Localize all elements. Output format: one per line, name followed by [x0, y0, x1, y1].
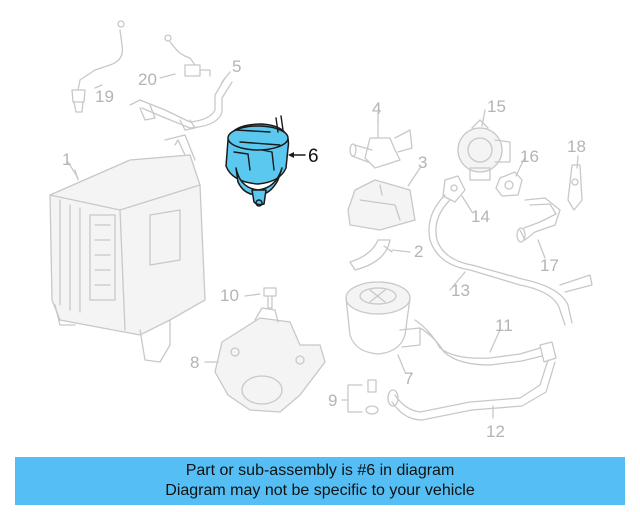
parts-diagram: 1 2 3 4 5 6 7 8 9 10 11 12 13 14 15 16 1…: [49, 20, 593, 441]
callout-13: 13: [451, 281, 470, 300]
part-20-sensor: [164, 34, 211, 77]
callout-20: 20: [138, 70, 157, 89]
part-5-hose: [129, 77, 233, 131]
callout-labels: 1 2 3 4 5 6 7 8 9 10 11 12 13 14 15 16 1…: [62, 57, 586, 441]
callout-16: 16: [520, 147, 539, 166]
banner-line-1: Part or sub-assembly is #6 in diagram: [185, 462, 455, 479]
part-14-gasket: [442, 175, 466, 203]
callout-3: 3: [418, 153, 427, 172]
part-19-sensor: [71, 20, 125, 113]
part-2-hose: [349, 239, 393, 271]
part-11-hose: [414, 319, 557, 366]
callout-8: 8: [190, 353, 199, 372]
part-8-bracket: [214, 307, 326, 413]
callout-11: 11: [495, 316, 513, 335]
callout-12: 12: [486, 422, 505, 441]
callout-17: 17: [540, 256, 559, 275]
part-4-valve: [349, 119, 413, 169]
callout-1: 1: [62, 150, 71, 169]
callout-18: 18: [567, 137, 586, 156]
part-18-bracket: [567, 164, 583, 211]
part-10-bolt: [263, 287, 277, 309]
part-15-valve: [457, 119, 511, 181]
part-13-pipe: [428, 194, 593, 326]
callout-5: 5: [232, 57, 241, 76]
callout-4: 4: [372, 99, 381, 118]
callout-19: 19: [95, 87, 114, 106]
part-9-fasteners: [341, 379, 379, 415]
banner-line-2: Diagram may not be specific to your vehi…: [165, 482, 475, 499]
callout-6: 6: [308, 146, 319, 167]
info-banner: Part or sub-assembly is #6 in diagram Di…: [15, 457, 625, 505]
part-16-gasket: [495, 171, 523, 197]
part-12-hose: [387, 359, 556, 421]
part-3-bracket: [347, 179, 416, 231]
callout-2: 2: [414, 242, 423, 261]
callout-14: 14: [471, 207, 490, 226]
callout-7: 7: [404, 369, 413, 388]
callout-15: 15: [487, 97, 506, 116]
leader-lines: [67, 71, 579, 419]
callout-9: 9: [328, 391, 337, 410]
part-6-highlighted-pump: [225, 115, 290, 207]
part-17-pipe: [516, 197, 561, 243]
part-7-pump: [345, 281, 421, 355]
callout-6-arrow: [288, 152, 306, 158]
part-1-canister: [49, 134, 206, 363]
callout-10: 10: [220, 286, 239, 305]
